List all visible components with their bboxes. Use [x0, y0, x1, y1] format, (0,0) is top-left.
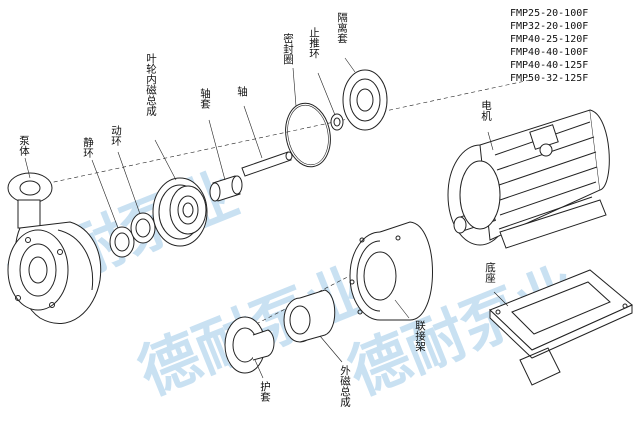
label-thrust-ring: 止推环 — [308, 27, 320, 59]
seal-ring-part — [285, 102, 331, 168]
model-item: FMP50-32-125F — [510, 73, 589, 84]
leader-lines — [24, 57, 509, 379]
label-moving-ring: 动环 — [110, 125, 122, 147]
model-item: FMP25-20-100F — [510, 8, 589, 19]
label-isolation-sleeve: 隔离套 — [336, 12, 348, 44]
model-item: FMP40-25-120F — [510, 34, 589, 45]
label-impeller-magnet: 叶轮内磁总成 — [145, 53, 157, 117]
label-shaft-sleeve: 轴套 — [199, 87, 211, 110]
isolation-sleeve-part — [342, 69, 388, 131]
label-guard-sleeve: 护套 — [259, 380, 271, 403]
model-item: FMP40-40-125F — [510, 60, 589, 71]
shaft-sleeve-part — [209, 175, 243, 202]
model-item: FMP40-40-100F — [510, 47, 589, 58]
model-list: FMP25-20-100F FMP32-20-100F FMP40-25-120… — [510, 7, 588, 85]
guard-sleeve-part — [224, 316, 275, 374]
label-static-ring: 静环 — [82, 136, 94, 159]
base-part — [489, 269, 633, 386]
label-pump-body: 泵体 — [18, 135, 30, 157]
thrust-ring-part — [330, 113, 344, 131]
pump-body-part — [7, 172, 102, 324]
model-item: FMP32-20-100F — [510, 21, 589, 32]
coupling-frame-part — [349, 221, 433, 321]
shaft-part — [241, 151, 293, 177]
label-seal-ring: 密封圈 — [282, 32, 294, 65]
moving-ring-part — [130, 212, 156, 244]
label-coupling-frame: 联接架 — [414, 320, 426, 352]
outer-magnet-part — [283, 289, 336, 343]
label-outer-magnet: 外磁总成 — [339, 365, 351, 408]
label-shaft: 轴 — [236, 85, 248, 97]
motor-part — [447, 109, 610, 249]
label-base: 底座 — [484, 261, 496, 283]
label-motor: 电机 — [480, 99, 492, 122]
impeller-magnet-part — [152, 177, 208, 247]
static-ring-part — [109, 226, 135, 258]
